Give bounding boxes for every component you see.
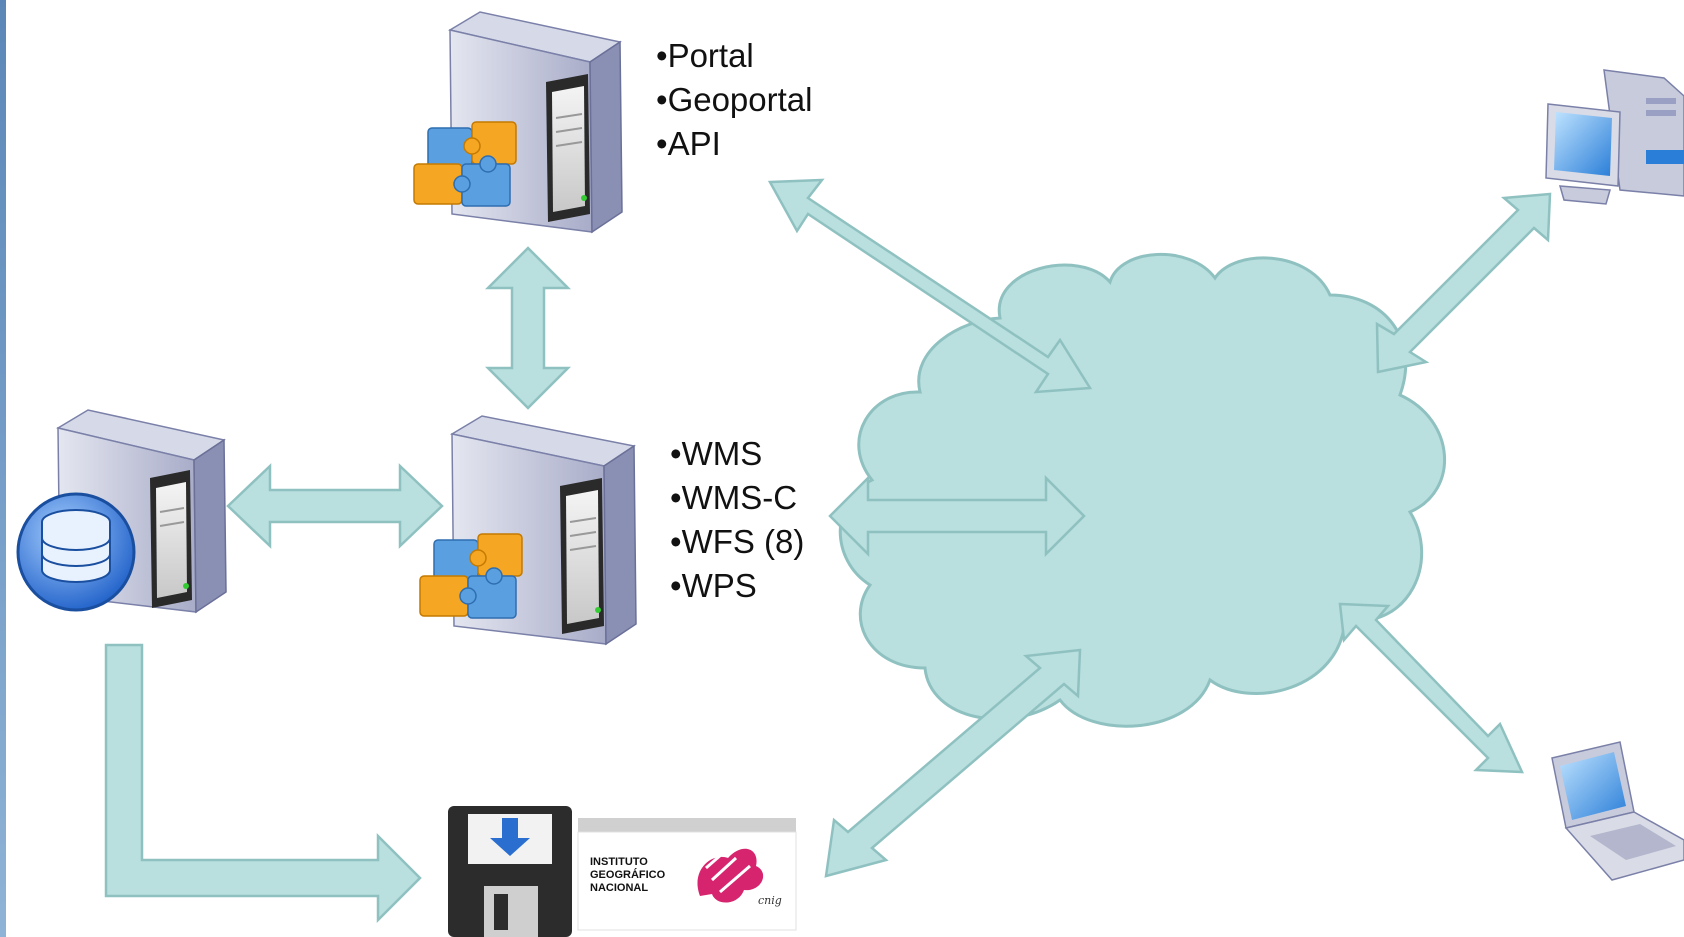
portal-services-list: Portal Geoportal API	[656, 34, 813, 166]
ogc-puzzle-icon	[419, 533, 523, 619]
internet-cloud-icon	[838, 252, 1446, 728]
arrow-ogc-cloud	[828, 474, 1086, 558]
laptop-icon	[1551, 741, 1684, 881]
service-label: WFS (8)	[670, 520, 805, 564]
service-label: Portal	[656, 34, 813, 78]
service-label: WMS-C	[670, 476, 804, 520]
arrow-cloud-download	[824, 648, 1082, 878]
desktop-computer-icon	[1545, 69, 1684, 205]
arrow-db-ogc	[226, 463, 444, 549]
arrow-portal-cloud	[767, 178, 1093, 394]
ign-logo-line: INSTITUTO	[590, 856, 648, 868]
database-icon	[16, 492, 136, 612]
slide-edge-bar	[0, 0, 6, 937]
ign-logo-text: INSTITUTO GEOGRÁFICO NACIONAL	[590, 856, 665, 895]
arrow-db-download	[104, 643, 422, 924]
service-label: Geoportal	[656, 78, 813, 122]
service-label: API	[656, 122, 813, 166]
arrow-cloud-laptop	[1338, 602, 1524, 774]
ign-logo-line: NACIONAL	[590, 882, 649, 894]
ogc-services-list: WMS WMS-C WFS (8) WPS	[670, 432, 805, 608]
cnig-signature: cnig	[758, 894, 782, 907]
service-label: WPS	[670, 564, 804, 608]
arrow-cloud-desktop	[1375, 192, 1552, 374]
floppy-disk-icon	[448, 806, 572, 937]
ign-logo-line: GEOGRÁFICO	[590, 869, 666, 881]
arrow-portal-ogc	[484, 246, 572, 410]
ign-logo	[577, 818, 797, 931]
service-label: WMS	[670, 432, 804, 476]
portal-puzzle-icon	[413, 121, 517, 207]
